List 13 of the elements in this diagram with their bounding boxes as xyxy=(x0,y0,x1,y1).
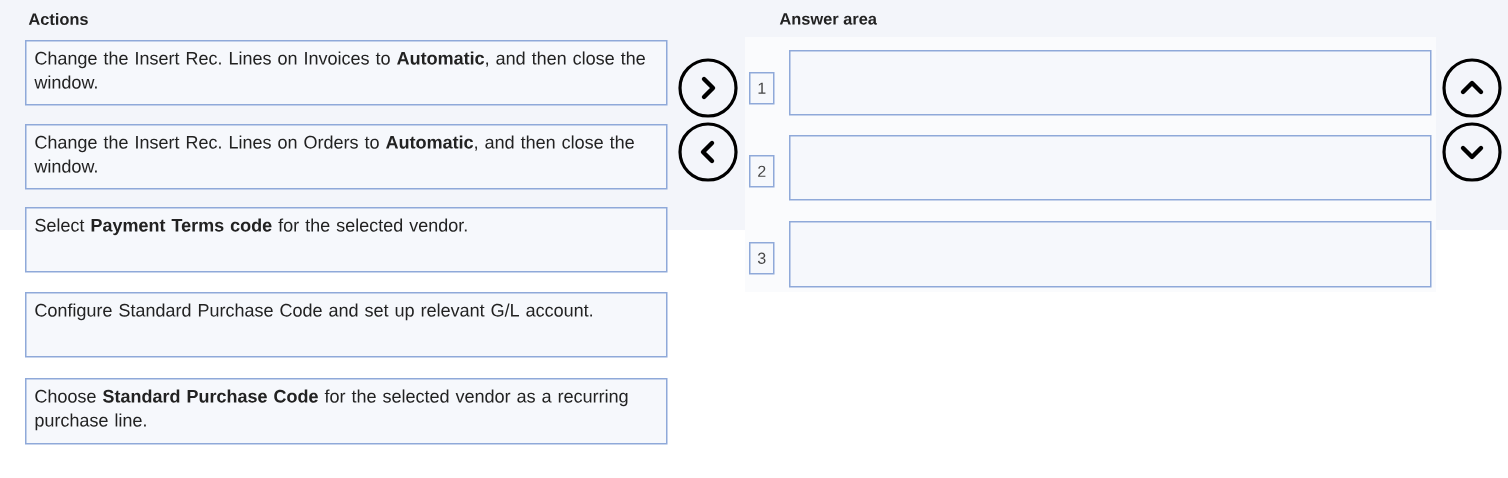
answer-slot xyxy=(789,135,1432,201)
step-number: 3 xyxy=(749,242,775,275)
column-heading: Actions xyxy=(28,13,88,26)
action-box: Select Payment Terms code for the selected vendor. xyxy=(25,207,668,273)
action-box: Change the Insert Rec. Lines on Orders to Automatic, and then close the window. xyxy=(25,124,668,190)
action-box: Choose Standard Purchase Code for the selected vendor as a recurring purchase line. xyxy=(25,378,668,445)
step-number: 2 xyxy=(749,155,775,188)
action-box: Change the Insert Rec. Lines on Invoices to Automatic, and then close the window. xyxy=(25,40,668,106)
action-box: Configure Standard Purchase Code and set up relevant G/L account. xyxy=(25,292,668,358)
step-number: 1 xyxy=(749,72,775,105)
answer-slot xyxy=(789,221,1432,288)
column-heading: Answer area xyxy=(779,13,878,25)
answer-slot xyxy=(789,50,1432,116)
